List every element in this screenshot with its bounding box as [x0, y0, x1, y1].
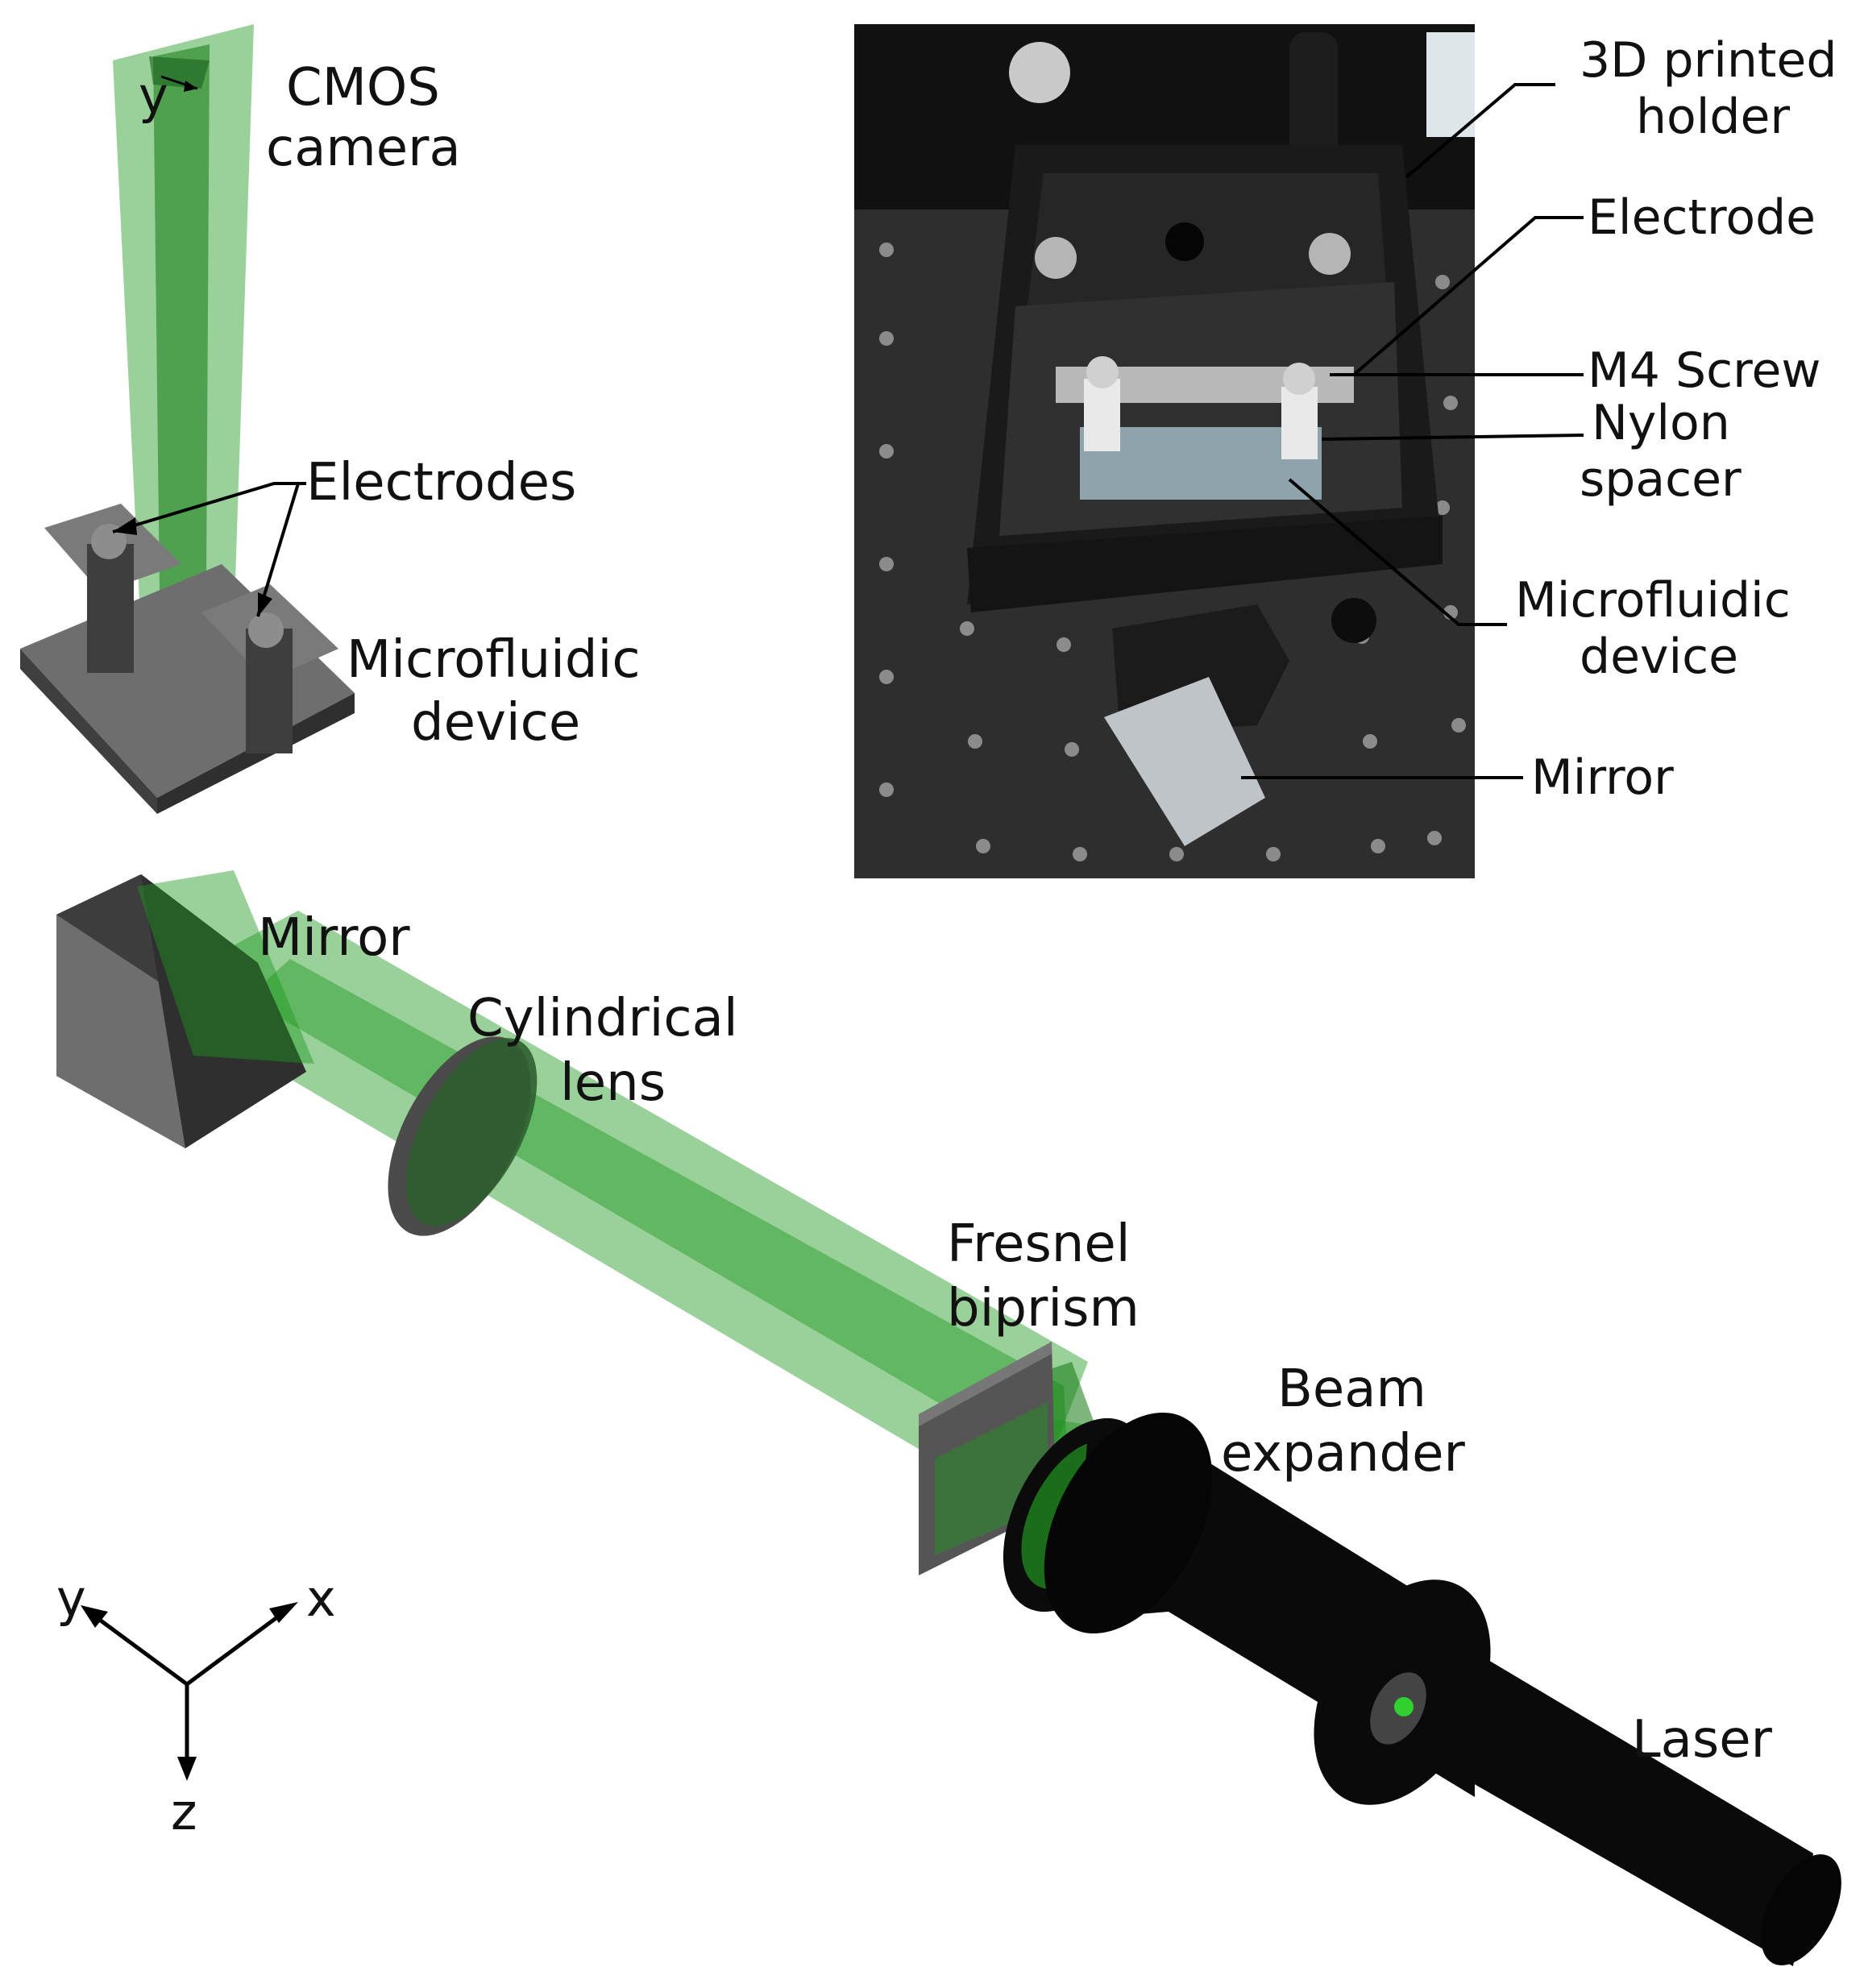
nylon-spacer-left: [1084, 379, 1120, 451]
cylindrical-lens: [388, 1036, 538, 1236]
camera-sensor: y: [139, 56, 210, 125]
inset-label-3d-printed: 3D printed: [1580, 32, 1837, 89]
device-plate: [20, 564, 355, 798]
inset-leaders: [1241, 83, 1584, 779]
screw-icon: [91, 524, 127, 559]
inset-label-spacer: spacer: [1580, 451, 1742, 508]
axis-y-label: y: [56, 1569, 86, 1628]
label-lens: lens: [560, 1053, 666, 1113]
camera-axis-arrow: [160, 75, 198, 92]
component-labels: CMOS camera Electrodes Microfluidic devi…: [258, 58, 1773, 1770]
inset-label-microfluidic: Microfluidic: [1515, 572, 1791, 629]
axis-x-label: x: [306, 1569, 336, 1628]
label-microfluidic: Microfluidic: [347, 630, 641, 690]
label-device: device: [411, 693, 580, 753]
screw-icon: [248, 612, 284, 648]
inset-label-holder: holder: [1636, 89, 1790, 145]
label-camera: camera: [266, 118, 461, 178]
label-mirror: Mirror: [258, 908, 410, 968]
inset-label-m4-screw: M4 Screw: [1588, 342, 1820, 399]
inset-label-nylon: Nylon: [1592, 395, 1730, 451]
inset-labels: 3D printed holder Electrode M4 Screw Nyl…: [1515, 32, 1837, 806]
coordinate-axes: y x z: [56, 1569, 336, 1841]
inset-label-electrode: Electrode: [1588, 189, 1816, 246]
microfluidic-assembly: [20, 504, 355, 814]
label-cmos: CMOS: [286, 58, 440, 118]
camera-y-axis-label: y: [139, 66, 168, 125]
table-holes: [879, 243, 1466, 861]
bolt-icon: [1309, 233, 1351, 275]
label-laser: Laser: [1632, 1710, 1773, 1770]
mirror-prism: [56, 870, 314, 1148]
nylon-spacer-right: [1281, 387, 1318, 459]
label-expander: expander: [1221, 1424, 1466, 1484]
screw-icon: [1086, 356, 1119, 388]
label-fresnel: Fresnel: [947, 1214, 1131, 1274]
inset-label-device: device: [1580, 629, 1738, 685]
label-biprism: biprism: [947, 1279, 1140, 1338]
photo-inset: [854, 24, 1475, 878]
knob-icon: [1009, 42, 1070, 103]
bolt-icon: [1035, 237, 1077, 279]
inset-label-mirror: Mirror: [1531, 749, 1674, 806]
electrode-arrows: [112, 482, 306, 617]
axis-z-label: z: [171, 1783, 197, 1841]
screw-icon: [1283, 363, 1315, 395]
laser-body: [1370, 1652, 1841, 1966]
photo-mirror: [1104, 677, 1265, 846]
label-electrodes: Electrodes: [306, 453, 576, 513]
label-beam: Beam: [1277, 1359, 1426, 1419]
label-cylindrical: Cylindrical: [467, 989, 738, 1048]
